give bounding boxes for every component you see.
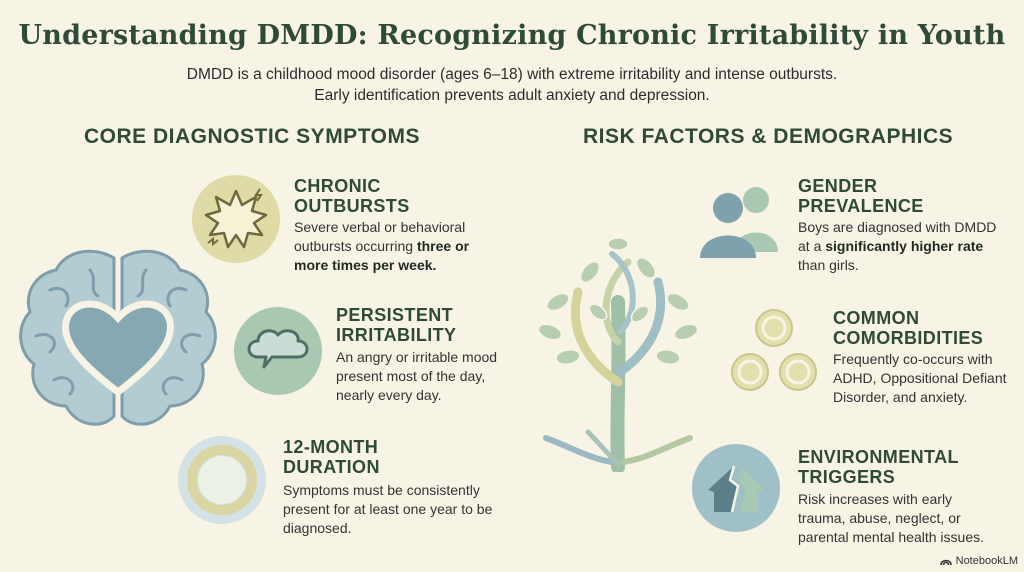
notebooklm-logo-icon	[939, 559, 952, 566]
gender-prevalence-title: GENDER PREVALENCE	[798, 176, 924, 216]
environmental-triggers-title-line-2: TRIGGERS	[798, 467, 896, 487]
core-symptoms-heading: CORE DIAGNOSTIC SYMPTOMS	[84, 125, 420, 148]
explosion-icon	[192, 175, 280, 263]
broken-house-icon	[692, 444, 780, 532]
chronic-outbursts-title-line-1: CHRONIC	[294, 176, 381, 196]
subtitle-line-1: DMDD is a childhood mood disorder (ages …	[186, 66, 838, 83]
comorbidities-desc: Frequently co-occurs with ADHD, Oppositi…	[833, 351, 1007, 405]
duration-title-line-1: 12-MONTH	[283, 437, 379, 457]
persistent-irritability-title: PERSISTENT IRRITABILITY	[336, 305, 456, 345]
thought-cloud-icon	[234, 307, 322, 395]
gender-prevalence-title-line-2: PREVALENCE	[798, 196, 924, 216]
gender-prevalence-desc-bold: significantly higher rate	[825, 238, 984, 254]
chronic-outbursts-title: CHRONIC OUTBURSTS	[294, 176, 410, 216]
duration-title-line-2: DURATION	[283, 457, 380, 477]
gender-prevalence-desc: Boys are diagnosed with DMDD at a signif…	[798, 218, 998, 275]
tree-icon	[537, 237, 699, 472]
persistent-irritability-title-line-1: PERSISTENT	[336, 305, 454, 325]
gender-prevalence-desc-text: Boys are diagnosed with DMDD at a	[798, 219, 997, 254]
comorbidities-title-line-2: COMORBIDITIES	[833, 328, 984, 348]
people-icon	[700, 187, 778, 258]
gender-prevalence-title-line-1: GENDER	[798, 176, 878, 196]
linked-circles-icon	[731, 309, 817, 391]
chronic-outbursts-desc: Severe verbal or behavioral outbursts oc…	[294, 218, 484, 275]
chronic-outbursts-desc-text: Severe verbal or behavioral outbursts oc…	[294, 219, 466, 254]
environmental-triggers-title-line-1: ENVIRONMENTAL	[798, 447, 959, 467]
risk-factors-heading: RISK FACTORS & DEMOGRAPHICS	[583, 125, 954, 148]
notebooklm-label: NotebookLM	[955, 555, 1018, 567]
page-subtitle: DMDD is a childhood mood disorder (ages …	[0, 64, 1024, 106]
chronic-outbursts-title-line-2: OUTBURSTS	[294, 196, 410, 216]
persistent-irritability-desc: An angry or irritable mood present most …	[336, 349, 498, 403]
environmental-triggers-desc: Risk increases with early trauma, abuse,…	[798, 491, 984, 545]
notebooklm-badge: NotebookLM	[939, 555, 1018, 567]
chronic-outbursts-desc-bold: three or more times per week.	[294, 238, 470, 273]
comorbidities-title: COMMON COMORBIDITIES	[833, 308, 983, 348]
duration-desc: Symptoms must be consistently present fo…	[283, 482, 493, 536]
ring-icon	[178, 436, 266, 524]
brain-heart-icon	[19, 249, 217, 426]
comorbidities-title-line-1: COMMON	[833, 308, 920, 328]
page-title: Understanding DMDD: Recognizing Chronic …	[18, 20, 1006, 51]
duration-title: 12-MONTH DURATION	[283, 437, 380, 477]
environmental-triggers-title: ENVIRONMENTAL TRIGGERS	[798, 447, 959, 487]
gender-prevalence-desc-end: than girls.	[798, 257, 859, 273]
subtitle-line-2: Early identification prevents adult anxi…	[314, 87, 710, 104]
persistent-irritability-title-line-2: IRRITABILITY	[336, 325, 457, 345]
